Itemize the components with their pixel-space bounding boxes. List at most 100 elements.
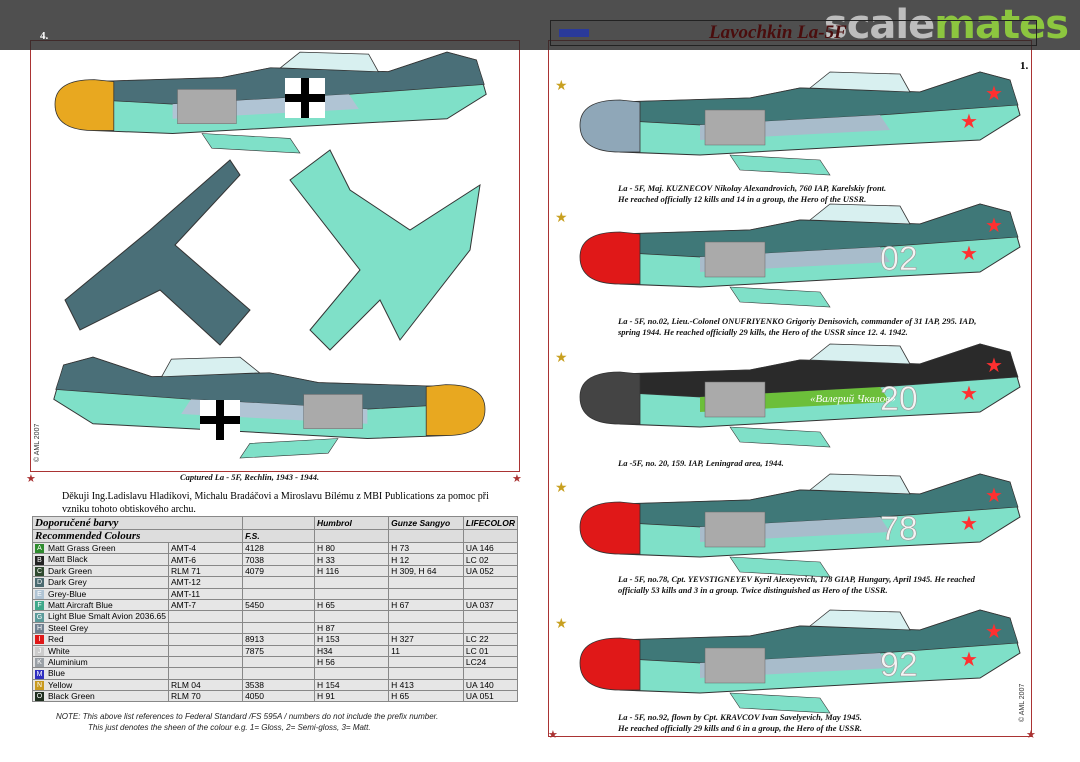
colour-humbrol: H 65 bbox=[313, 598, 390, 612]
colour-swatch: G bbox=[35, 612, 44, 622]
profile-caption: La - 5F, Maj. KUZNECOV Nikolay Alexandro… bbox=[618, 183, 886, 205]
red-star-icon: ★ bbox=[960, 649, 978, 671]
cowling bbox=[579, 99, 641, 153]
caption-line: officially 53 kills and 3 in a group. Tw… bbox=[618, 585, 888, 595]
colour-code: AMT-11 bbox=[167, 587, 244, 600]
colour-lifecolor bbox=[462, 587, 519, 600]
colour-code: AMT-4 bbox=[167, 541, 244, 555]
colour-name: Light Blue Smalt Avion 2036.65 bbox=[48, 611, 166, 622]
colour-name: Steel Grey bbox=[48, 622, 89, 633]
canopy bbox=[160, 356, 261, 378]
aircraft-profile-2: ★★02★ bbox=[555, 203, 1021, 308]
hero-medal-icon: ★ bbox=[555, 351, 568, 366]
table-header-row: Doporučené barvy Humbrol Gunze Sangyo LI… bbox=[31, 516, 519, 530]
colour-code bbox=[167, 644, 244, 657]
caption-line: He reached officially 29 kills and 6 in … bbox=[618, 723, 862, 733]
colour-gunze: H 67 bbox=[388, 598, 464, 612]
colour-lifecolor bbox=[462, 610, 519, 623]
colour-name: Dark Grey bbox=[48, 577, 87, 588]
watermark-bar bbox=[0, 0, 1080, 50]
red-star-icon: ★ bbox=[985, 83, 1003, 105]
left-panel-number: 4. bbox=[40, 30, 49, 42]
title-en: Recommended Colours bbox=[31, 529, 244, 543]
profile-caption: La - 5F, no.78, Cpt. YEVSTIGNEYEV Kyril … bbox=[618, 574, 975, 596]
colour-fs: 3538 bbox=[242, 678, 315, 692]
note-line-2: This just denotes the sheen of the colou… bbox=[88, 723, 371, 732]
colour-gunze bbox=[388, 621, 464, 635]
cowling bbox=[579, 501, 641, 555]
red-star-icon: ★ bbox=[960, 243, 978, 265]
header-fs: F.S. bbox=[242, 529, 315, 543]
colour-gunze: H 73 bbox=[388, 541, 464, 555]
colour-code: AMT-12 bbox=[167, 576, 244, 589]
wing bbox=[201, 133, 301, 154]
colour-name: Red bbox=[48, 634, 64, 645]
colour-humbrol: H 153 bbox=[313, 633, 390, 646]
wing bbox=[729, 286, 831, 308]
left-copyright: © AML 2007 bbox=[34, 423, 41, 462]
colour-humbrol: H 154 bbox=[313, 678, 390, 692]
aircraft-code: 78 bbox=[880, 510, 918, 548]
colour-lifecolor: LC 02 bbox=[462, 553, 519, 566]
colour-gunze bbox=[388, 576, 464, 589]
hero-medal-icon: ★ bbox=[555, 481, 568, 496]
colour-code bbox=[167, 610, 244, 623]
colour-lifecolor bbox=[462, 576, 519, 589]
colour-lifecolor: UA 052 bbox=[462, 564, 519, 578]
red-star-icon: ★ bbox=[985, 355, 1003, 377]
engine-panel bbox=[704, 381, 766, 418]
aircraft-code: 92 bbox=[880, 646, 918, 684]
balkenkreuz-icon bbox=[285, 78, 325, 118]
scalemates-watermark: scalemates bbox=[823, 2, 1069, 48]
caption-line: La -5F, no. 20, 159. IAP, Leningrad area… bbox=[618, 458, 784, 468]
colour-gunze bbox=[388, 610, 464, 623]
colour-name: White bbox=[48, 645, 70, 656]
colour-code: RLM 70 bbox=[167, 690, 244, 703]
right-panel-number: 1. bbox=[1020, 60, 1029, 72]
canopy bbox=[808, 343, 911, 365]
colour-gunze: H 413 bbox=[388, 678, 464, 692]
colour-fs bbox=[242, 667, 315, 680]
colour-humbrol: H 116 bbox=[313, 564, 390, 578]
colour-code bbox=[167, 621, 244, 635]
colour-code bbox=[167, 667, 244, 680]
colour-humbrol bbox=[313, 667, 390, 680]
hero-medal-icon: ★ bbox=[555, 79, 568, 94]
colour-fs: 4079 bbox=[242, 564, 315, 578]
colour-name: Matt Black bbox=[48, 554, 88, 565]
colour-lifecolor bbox=[462, 667, 519, 680]
colour-swatch: A bbox=[35, 544, 44, 554]
colour-swatch: J bbox=[35, 646, 44, 656]
caption-line: La - 5F, Maj. KUZNECOV Nikolay Alexandro… bbox=[618, 183, 887, 193]
plan-view-bottom bbox=[289, 149, 481, 351]
caption-line: La - 5F, no.02, Lieu.-Colonel ONUFRIYENK… bbox=[618, 316, 977, 326]
colour-code: AMT-6 bbox=[167, 553, 244, 566]
canopy bbox=[808, 609, 911, 631]
colour-gunze bbox=[388, 655, 464, 669]
colour-name: Matt Aircraft Blue bbox=[48, 600, 113, 611]
engine-panel bbox=[303, 394, 363, 429]
colour-fs bbox=[242, 610, 315, 623]
captured-la5f-profile-top bbox=[54, 51, 487, 154]
engine-panel bbox=[704, 647, 766, 684]
star-icon: ★ bbox=[548, 729, 558, 741]
colour-swatch: M bbox=[35, 669, 44, 679]
colour-fs: 4128 bbox=[242, 541, 315, 555]
aircraft-code: 20 bbox=[880, 380, 918, 418]
colour-note: NOTE: This above list references to Fede… bbox=[56, 711, 438, 733]
aircraft-profile-1: ★★★ bbox=[555, 71, 1021, 176]
hero-medal-icon: ★ bbox=[555, 211, 568, 226]
colour-swatch: B bbox=[35, 555, 44, 565]
engine-panel bbox=[704, 511, 766, 548]
colour-swatch: C bbox=[35, 567, 44, 577]
right-copyright: © AML 2007 bbox=[1019, 683, 1026, 722]
colour-code: AMT-7 bbox=[167, 598, 244, 612]
wing bbox=[729, 692, 831, 714]
